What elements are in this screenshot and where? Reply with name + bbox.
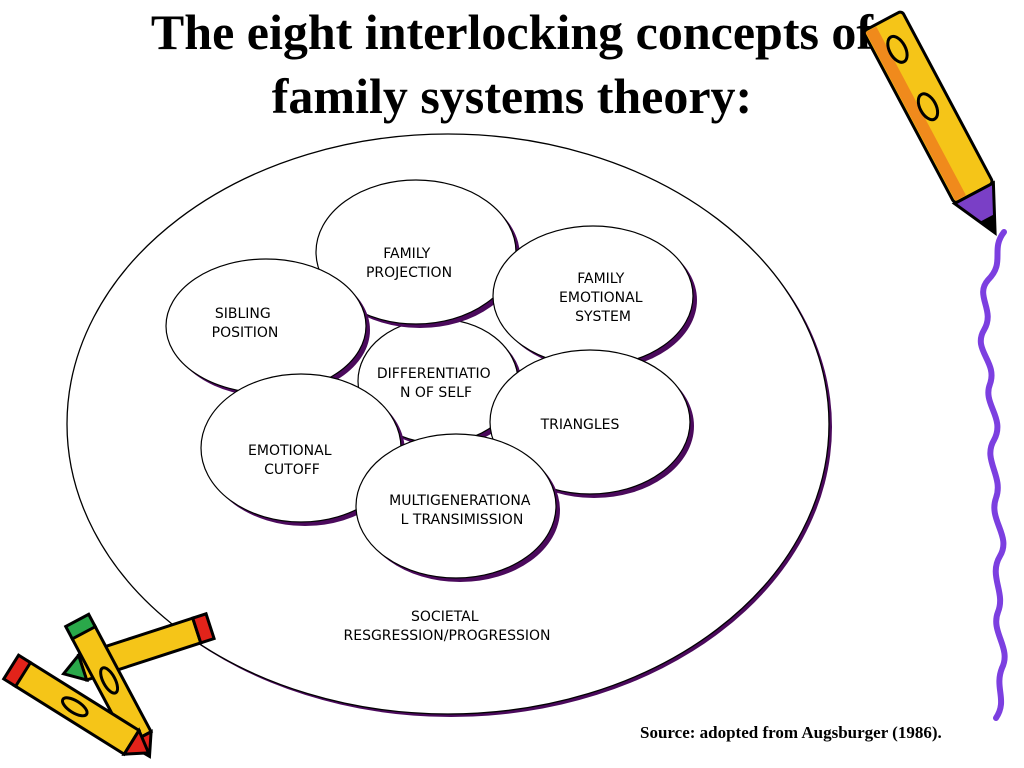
title-line-2: family systems theory: xyxy=(271,68,753,124)
label-line: FAMILY xyxy=(577,271,624,287)
node-sibling-position xyxy=(165,258,370,397)
squiggle-line xyxy=(977,229,1008,721)
title-line-1: The eight interlocking concepts of xyxy=(150,4,874,60)
label-emotional-cutoff: EMOTIONAL CUTOFF xyxy=(248,443,336,478)
node-family-projection xyxy=(315,179,520,328)
label-line: FAMILY xyxy=(383,246,430,262)
label-line: PROJECTION xyxy=(366,265,452,281)
label-line: SYSTEM xyxy=(575,309,631,325)
label-societal-regression: SOCIETAL RESGRESSION/PROGRESSION xyxy=(344,609,551,644)
label-line: RESGRESSION/PROGRESSION xyxy=(344,628,551,644)
label-family-projection: FAMILY PROJECTION xyxy=(366,246,452,281)
node-circle xyxy=(489,349,691,495)
label-line: TRIANGLES xyxy=(540,417,620,433)
label-line: DIFFERENTIATIO xyxy=(377,366,491,382)
label-line: EMOTIONAL xyxy=(248,443,332,459)
node-multigenerational-transmission xyxy=(355,433,560,582)
label-line: SOCIETAL xyxy=(411,609,479,625)
label-line: EMOTIONAL xyxy=(559,290,643,306)
label-line: MULTIGENERATIONA xyxy=(389,493,531,509)
node-triangles xyxy=(489,349,694,498)
node-circle xyxy=(355,433,557,579)
label-line: SIBLING xyxy=(215,306,271,322)
label-line: L TRANSIMISSION xyxy=(401,512,524,528)
label-sibling-position: SIBLING POSITION xyxy=(212,306,279,341)
node-differentiation-of-self xyxy=(357,318,522,447)
label-line: CUTOFF xyxy=(264,462,320,478)
label-line: POSITION xyxy=(212,325,279,341)
label-triangles: TRIANGLES xyxy=(540,417,620,433)
slide-title: The eight interlocking concepts of famil… xyxy=(0,0,1024,128)
crayon-icon xyxy=(1,611,216,759)
source-citation: Source: adopted from Augsburger (1986). xyxy=(640,723,942,742)
label-differentiation-of-self: DIFFERENTIATIO N OF SELF xyxy=(377,366,495,401)
label-line: N OF SELF xyxy=(400,385,472,401)
pencil-icon xyxy=(862,10,997,237)
label-multigenerational-transmission: MULTIGENERATIONA L TRANSIMISSION xyxy=(389,493,535,528)
label-family-emotional-system: FAMILY EMOTIONAL SYSTEM xyxy=(559,271,647,325)
